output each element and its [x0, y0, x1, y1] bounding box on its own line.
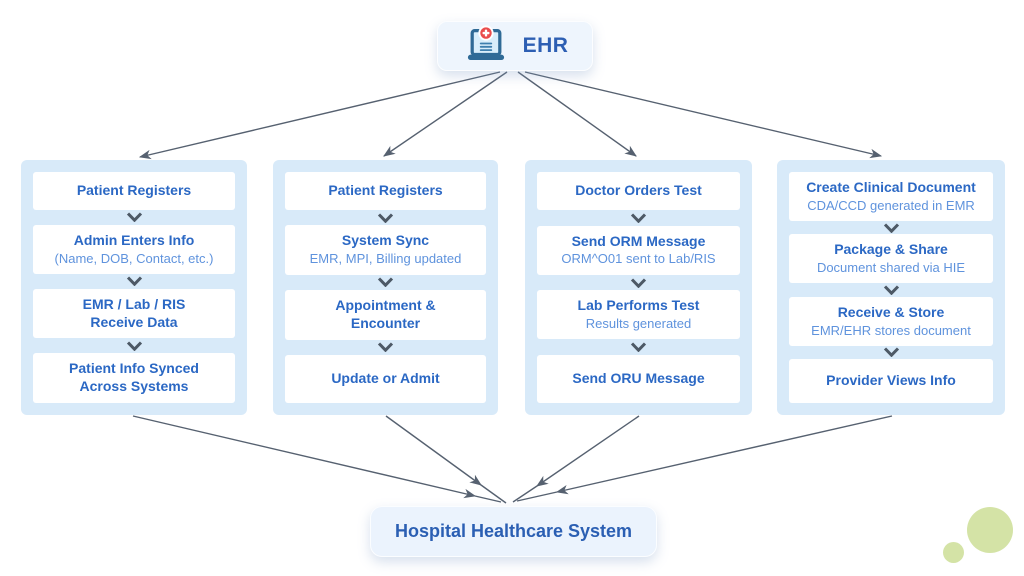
step-title: System Sync: [341, 232, 430, 249]
chevron-down-icon: [630, 342, 647, 353]
step-card: Create Clinical Document CDA/CCD generat…: [789, 172, 993, 222]
step-card: Receive & Store EMR/EHR stores document: [789, 296, 993, 346]
arrow-col2-to-sink: [385, 415, 482, 486]
step-card: System Sync EMR, MPI, Billing updated: [285, 225, 486, 275]
step-title: Receive & Store: [837, 303, 945, 320]
workflow-column-registration: Patient Registers Admin Enters Info (Nam…: [21, 160, 247, 415]
step-card: Send ORU Message: [537, 355, 740, 403]
step-title: Patient Info Synced Across Systems: [69, 360, 199, 395]
chevron-down-icon: [630, 213, 647, 223]
step-card: Update or Admit: [285, 355, 486, 403]
laptop-medical-icon: [462, 24, 510, 69]
arrow-col1-to-sink: [132, 415, 477, 499]
step-title: EMR / Lab / RIS Receive Data: [82, 295, 186, 330]
step-title: Package & Share: [834, 241, 948, 258]
workflow-column-orders: Doctor Orders Test Send ORM Message ORM^…: [525, 160, 752, 415]
arrow-col3-to-sink: [536, 415, 640, 487]
arrow-ehr-to-col4: [524, 71, 883, 159]
step-subtitle: EMR/EHR stores document: [811, 322, 971, 338]
step-subtitle: ORM^O01 sent to Lab/RIS: [561, 251, 716, 267]
step-title: Patient Registers: [76, 182, 192, 199]
step-title: Patient Registers: [328, 182, 443, 199]
step-title: Admin Enters Info: [73, 231, 195, 248]
chevron-down-icon: [883, 223, 899, 233]
step-title: Update or Admit: [331, 370, 440, 387]
chevron-down-icon: [883, 285, 899, 296]
decorative-circle-small: [943, 542, 964, 563]
step-subtitle: EMR, MPI, Billing updated: [309, 251, 462, 267]
hospital-system-node: Hospital Healthcare System: [370, 506, 657, 557]
hospital-system-label: Hospital Healthcare System: [394, 521, 633, 541]
arrow-ehr-to-col2: [383, 71, 508, 157]
arrow-ehr-to-col3: [517, 71, 637, 157]
step-card: Lab Performs Test Results generated: [537, 290, 740, 340]
step-card: Package & Share Document shared via HIE: [789, 234, 993, 284]
arrow-ehr-to-col1: [138, 71, 501, 160]
chevron-down-icon: [377, 342, 394, 353]
step-card: Admin Enters Info (Name, DOB, Contact, e…: [33, 224, 235, 274]
chevron-down-icon: [126, 212, 142, 223]
step-card: Patient Info Synced Across Systems: [33, 353, 235, 403]
step-title: Send ORM Message: [571, 232, 706, 249]
arrow-col4-to-sink: [555, 415, 893, 495]
step-card: Patient Registers: [33, 172, 235, 210]
step-subtitle: Document shared via HIE: [816, 260, 966, 276]
chevron-down-icon: [630, 277, 647, 288]
ehr-node: EHR: [437, 21, 593, 71]
workflow-column-sync: Patient Registers System Sync EMR, MPI, …: [273, 160, 498, 415]
step-card: Provider Views Info: [789, 358, 993, 403]
chevron-down-icon: [377, 277, 394, 288]
workflow-column-documents: Create Clinical Document CDA/CCD generat…: [777, 160, 1005, 415]
step-subtitle: CDA/CCD generated in EMR: [807, 197, 975, 213]
decorative-circle-large: [967, 507, 1013, 553]
step-subtitle: (Name, DOB, Contact, etc.): [54, 250, 214, 266]
step-title: Provider Views Info: [826, 371, 956, 388]
step-card: Patient Registers: [285, 172, 486, 210]
chevron-down-icon: [126, 276, 142, 287]
step-title: Create Clinical Document: [806, 179, 976, 195]
chevron-down-icon: [883, 347, 899, 358]
step-title: Appointment & Encounter: [335, 296, 436, 331]
step-title: Lab Performs Test: [577, 297, 700, 314]
step-card: Appointment & Encounter: [285, 289, 486, 340]
chevron-down-icon: [126, 341, 142, 351]
step-title: Doctor Orders Test: [575, 182, 702, 199]
step-title: Send ORU Message: [572, 370, 705, 387]
chevron-down-icon: [377, 213, 394, 223]
step-card: Doctor Orders Test: [537, 172, 740, 210]
step-subtitle: Results generated: [585, 316, 692, 332]
step-card: Send ORM Message ORM^O01 sent to Lab/RIS: [537, 225, 740, 275]
step-card: EMR / Lab / RIS Receive Data: [33, 288, 235, 339]
ehr-label: EHR: [522, 34, 569, 57]
